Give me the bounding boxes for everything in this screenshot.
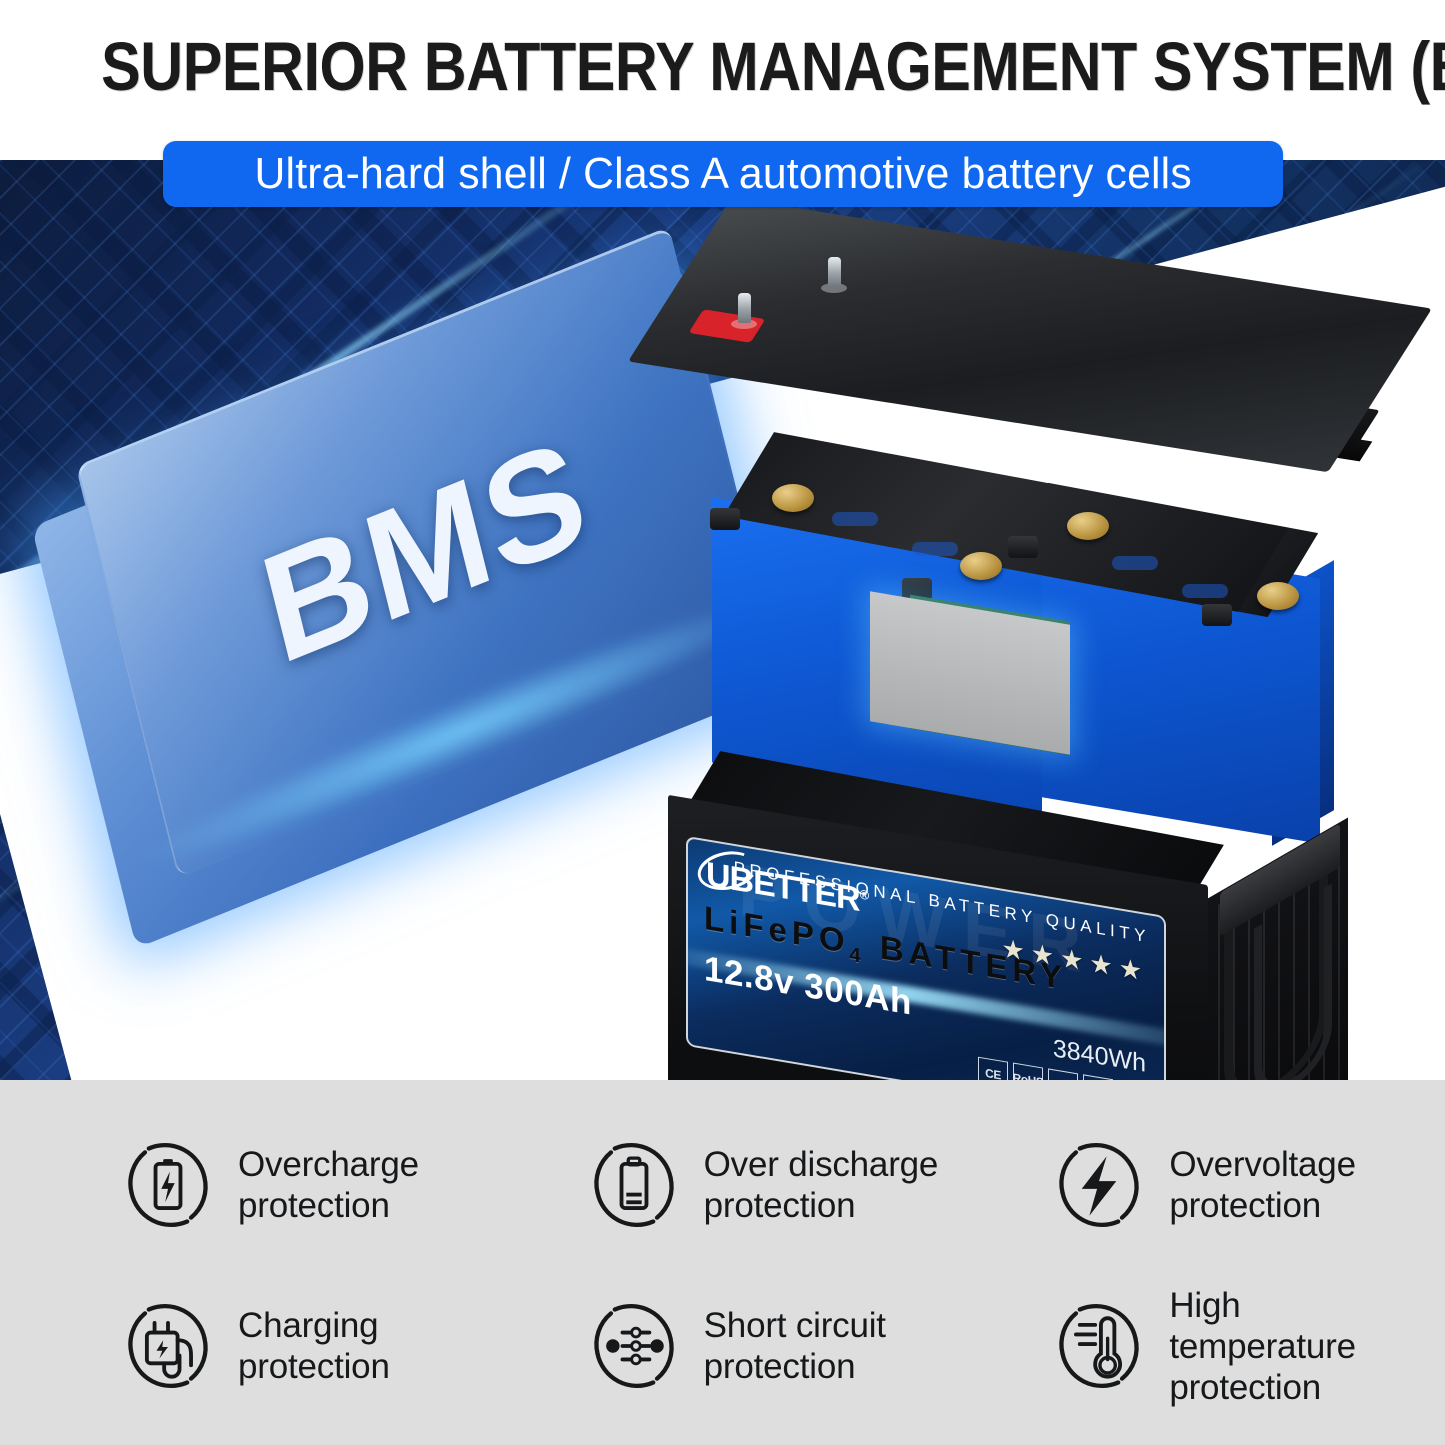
feature-overcharge: Overcharge protection: [24, 1104, 490, 1266]
feature-line2: protection: [703, 1347, 856, 1387]
feature-line2: protection: [1169, 1185, 1322, 1225]
feature-label: Overcharge protection: [238, 1144, 419, 1226]
battery-lid: [628, 197, 1432, 535]
cell-vent: [832, 512, 878, 526]
features-panel: Overcharge protection Over discharge pro…: [0, 1080, 1445, 1445]
cell-terminal-block: [710, 508, 740, 530]
prismatic-cells: [710, 432, 1334, 846]
feature-high-temperature: High temperature protection: [955, 1266, 1421, 1428]
feature-line1: Overcharge: [238, 1144, 419, 1184]
feature-overvoltage: Overvoltage protection: [955, 1104, 1421, 1266]
subtitle-text: Ultra-hard shell / Class A automotive ba…: [254, 149, 1192, 198]
cell-vent: [1182, 584, 1228, 598]
lid-screw: [738, 293, 751, 323]
feature-line1: Short circuit: [703, 1306, 886, 1346]
feature-label: Charging protection: [238, 1305, 390, 1387]
header: SUPERIOR BATTERY MANAGEMENT SYSTEM (BMS): [0, 0, 1445, 135]
battery-low-icon: [586, 1137, 682, 1233]
lid-screw-base: [731, 319, 757, 329]
feature-label: Overvoltage protection: [1169, 1144, 1356, 1226]
page-title: SUPERIOR BATTERY MANAGEMENT SYSTEM (BMS): [101, 28, 1445, 105]
cell-terminal-block: [1008, 536, 1038, 558]
brass-terminal: [960, 552, 1002, 580]
lid-screw: [828, 257, 841, 287]
hero-product-image: BMS: [0, 160, 1445, 1080]
cert-rohs-icon: RoHS: [1013, 1062, 1043, 1080]
feature-label: Over discharge protection: [704, 1144, 939, 1226]
feature-line2: protection: [703, 1185, 856, 1225]
feature-line2: protection: [1169, 1367, 1322, 1407]
feature-line2: protection: [238, 1185, 390, 1225]
battery-body: POWER UBETTER® LiFePO4 BATTERY 12.8v 300…: [668, 751, 1368, 1080]
thermometer-heat-icon: [1051, 1298, 1147, 1394]
bms-plate-label: BMS: [246, 404, 603, 697]
brass-terminal: [1257, 582, 1299, 610]
cell-vent: [1112, 556, 1158, 570]
brass-terminal: [772, 484, 814, 512]
subtitle-banner: Ultra-hard shell / Class A automotive ba…: [163, 141, 1283, 207]
feature-over-discharge: Over discharge protection: [490, 1104, 956, 1266]
feature-line2: protection: [238, 1347, 390, 1387]
feature-line1: Charging: [238, 1306, 379, 1346]
cert-ul-icon: UL: [1048, 1068, 1078, 1080]
feature-charging: Charging protection: [24, 1266, 490, 1428]
cell-terminal-block: [1202, 604, 1232, 626]
brass-terminal: [1067, 512, 1109, 540]
cell-vent: [912, 542, 958, 556]
feature-label: Short circuit protection: [704, 1305, 886, 1387]
model-subscript: 4: [849, 943, 866, 969]
feature-line1: Over discharge: [703, 1144, 939, 1184]
battery-charge-icon: [120, 1137, 216, 1233]
cert-ce-icon: CE: [978, 1056, 1008, 1080]
feature-label: High temperature protection: [1169, 1285, 1421, 1408]
lid-screw-base: [821, 283, 847, 293]
lightning-bolt-icon: [1051, 1137, 1147, 1233]
feature-line1: Overvoltage: [1169, 1144, 1356, 1184]
cell-terminal-block: [902, 578, 932, 600]
short-circuit-icon: [586, 1298, 682, 1394]
charger-plug-icon: [120, 1298, 216, 1394]
feature-short-circuit: Short circuit protection: [490, 1266, 956, 1428]
feature-line1: High temperature: [1169, 1285, 1356, 1366]
